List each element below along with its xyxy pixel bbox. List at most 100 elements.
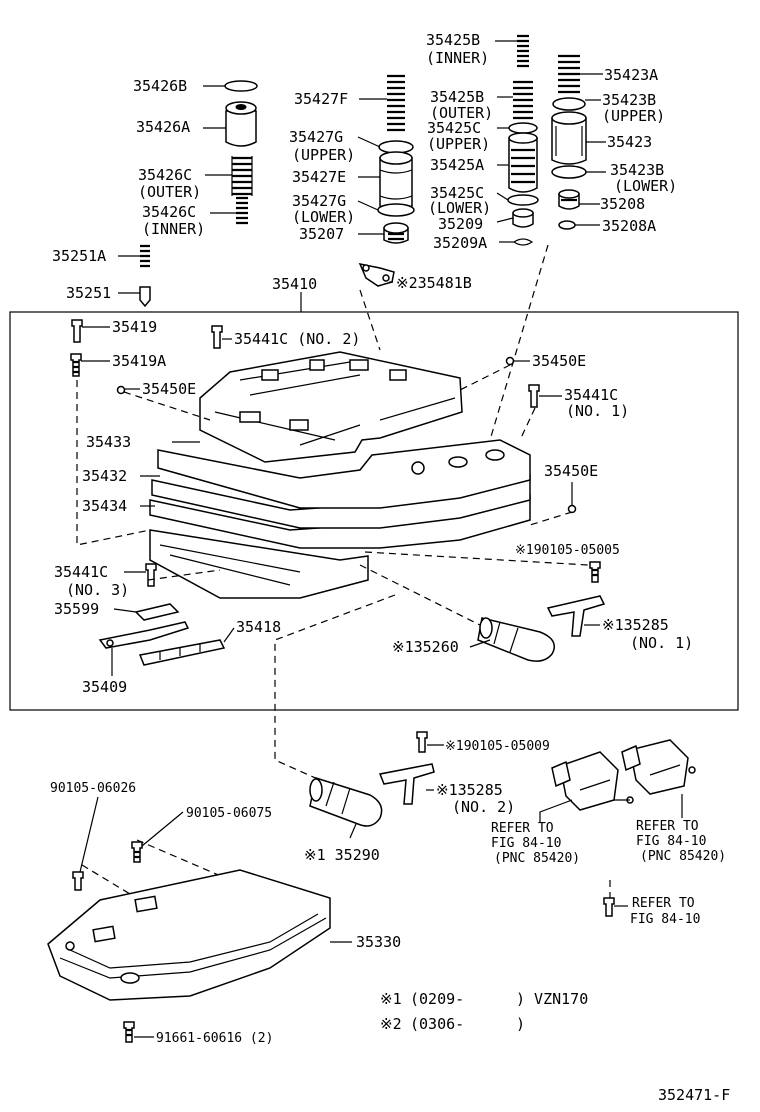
label-refer1-b: FIG 84-10 [491, 836, 561, 851]
label-35427G-upper: 35427G [289, 128, 343, 146]
label-35425C-lower: 35425C [430, 184, 484, 202]
oil-pan-35330 [47, 869, 331, 1001]
label-35441C-no3: 35441C [54, 563, 108, 581]
clip-35209A [513, 238, 534, 246]
gasket-35433 [157, 439, 531, 509]
bolt-91661-60616 [123, 1021, 135, 1043]
label-190105-05005: ※190105-05005 [515, 543, 620, 558]
spring-35426C-outer [231, 156, 253, 196]
spring-35425B-outer [513, 80, 533, 120]
label-35423B-lower: 35423B [610, 161, 664, 179]
label-35425B-inner: 35425B [426, 31, 480, 49]
label-35441C-no2: 35441C (NO. 2) [234, 330, 360, 348]
upper-valve-body [199, 351, 463, 463]
label-upper-a: (UPPER) [292, 146, 355, 164]
note1-mark: ※1 [380, 990, 402, 1008]
label-refer2-a: REFER TO [636, 819, 699, 834]
label-inner-b: (INNER) [142, 220, 205, 238]
label-35427E: 35427E [292, 168, 346, 186]
label-35208: 35208 [600, 195, 645, 213]
label-190105-05009: ※190105-05009 [445, 739, 550, 754]
plug-35426A [225, 101, 257, 147]
solenoid-pnc85420-a [551, 751, 634, 811]
label-35441C-no1: 35441C [564, 386, 618, 404]
label-35423A: 35423A [604, 66, 658, 84]
label-35432: 35432 [82, 467, 127, 485]
note1-model: ) VZN170 [516, 990, 588, 1008]
pin-35251 [139, 286, 151, 308]
label-35251A: 35251A [52, 247, 106, 265]
label-35426C-outer: 35426C [138, 166, 192, 184]
solenoid-35290 [309, 777, 383, 827]
label-90105-06075: 90105-06075 [186, 806, 272, 821]
label-no1-b: (NO. 1) [630, 634, 693, 652]
label-35426B: 35426B [133, 77, 187, 95]
label-35434: 35434 [82, 497, 127, 515]
label-inner-a: (INNER) [426, 49, 489, 67]
ball-35450E-a [116, 385, 126, 395]
label-90105-06026: 90105-06026 [50, 781, 136, 796]
label-35419A: 35419A [112, 352, 166, 370]
plug-35207 [383, 222, 409, 244]
label-35330: 35330 [356, 933, 401, 951]
label-refer2-b: FIG 84-10 [636, 834, 706, 849]
valve-35418 [138, 639, 226, 666]
label-35410: 35410 [272, 275, 317, 293]
label-refer2-c: (PNC 85420) [640, 849, 726, 864]
label-35599: 35599 [54, 600, 99, 618]
plug-35209 [512, 208, 534, 228]
spring-35427F [387, 74, 405, 132]
bolt-refer-fig-84-10 [603, 897, 615, 917]
sleeve-35425A [508, 132, 538, 193]
label-refer3-a: REFER TO [632, 896, 695, 911]
label-35425A: 35425A [430, 156, 484, 174]
ring-35423B-lower [551, 165, 587, 179]
label-refer1-a: REFER TO [491, 821, 554, 836]
label-35426A: 35426A [136, 118, 190, 136]
bracket-135285-no1 [546, 595, 606, 637]
solenoid-pnc85420-b [621, 739, 696, 795]
label-135285-no2: ※135285 [436, 781, 503, 799]
label-35251: 35251 [66, 284, 111, 302]
bolt-90105-06075 [131, 841, 143, 863]
valve-body-assembly-box [9, 311, 739, 711]
dashed-guide-lines [76, 244, 611, 905]
ring-35427G-upper [378, 140, 414, 154]
label-35209A: 35209A [433, 234, 487, 252]
label-no1-a: (NO. 1) [566, 402, 629, 420]
plug-35208 [558, 189, 580, 210]
ring-35427G-lower [377, 203, 415, 217]
bolt-190105-05005 [589, 561, 601, 583]
plug-35427E [379, 151, 413, 210]
lower-valve-body [149, 529, 369, 599]
note1-text: (0209- [410, 990, 464, 1008]
part-labels: 35425B (INNER) 35426B 35426A 35426C (OUT… [50, 31, 726, 1046]
label-lower-b: (LOWER) [428, 199, 491, 217]
label-35208A: 35208A [602, 217, 656, 235]
label-35209: 35209 [438, 215, 483, 233]
label-refer3-b: FIG 84-10 [630, 912, 700, 927]
figure-id: 352471-F [658, 1086, 730, 1104]
label-135260: ※135260 [392, 638, 459, 656]
note2-mark: ※2 [380, 1015, 402, 1033]
ring-35208A [558, 220, 576, 230]
label-35409: 35409 [82, 678, 127, 696]
label-outer-a: (OUTER) [138, 183, 201, 201]
label-no3: (NO. 3) [66, 581, 129, 599]
label-35423B-upper: 35423B [602, 91, 656, 109]
label-35426C-inner: 35426C [142, 203, 196, 221]
label-35481B: ※235481B [396, 274, 472, 292]
label-35450E-a: 35450E [142, 380, 196, 398]
bolt-35419 [71, 319, 83, 343]
label-35418: 35418 [236, 618, 281, 636]
ring-35426B [224, 80, 258, 92]
label-35450E-c: 35450E [544, 462, 598, 480]
bolt-35419A [70, 353, 82, 377]
label-35423: 35423 [607, 133, 652, 151]
label-35207: 35207 [299, 225, 344, 243]
ring-35423B-upper [552, 97, 586, 111]
ball-35450E-c [567, 504, 577, 514]
note2-text: (0306- [410, 1015, 464, 1033]
label-lower-a: (LOWER) [292, 208, 355, 226]
